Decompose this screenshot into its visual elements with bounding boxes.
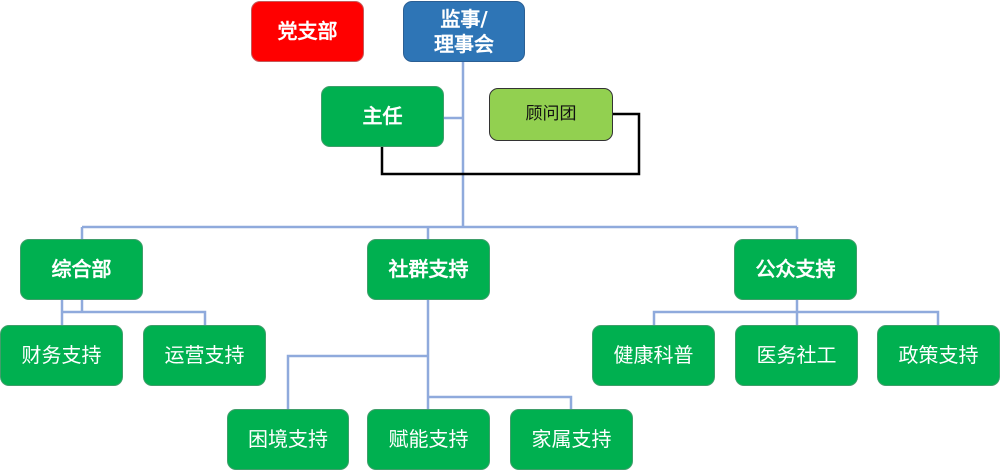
director-box: 主任 bbox=[321, 86, 444, 147]
connector-public-children bbox=[652, 300, 940, 325]
party-branch-box: 党支部 bbox=[251, 1, 364, 62]
public-support-box: 公众支持 bbox=[734, 239, 857, 300]
operations-support-box: 运营支持 bbox=[143, 325, 266, 386]
medical-social-work-box: 医务社工 bbox=[735, 325, 858, 386]
family-support-box: 家属支持 bbox=[510, 409, 633, 470]
connector-community-children bbox=[286, 300, 573, 409]
empowerment-support-box: 赋能支持 bbox=[367, 409, 490, 470]
connector-general-children bbox=[60, 300, 207, 325]
board-box: 监事/ 理事会 bbox=[403, 1, 525, 62]
general-dept-box: 综合部 bbox=[20, 239, 143, 300]
connector-advisory bbox=[380, 112, 641, 176]
health-education-box: 健康科普 bbox=[592, 325, 715, 386]
policy-support-box: 政策支持 bbox=[877, 325, 1000, 386]
finance-support-box: 财务支持 bbox=[0, 325, 123, 386]
advisory-group-box: 顾问团 bbox=[489, 88, 613, 141]
community-support-box: 社群支持 bbox=[367, 239, 490, 300]
hardship-support-box: 困境支持 bbox=[227, 409, 349, 470]
